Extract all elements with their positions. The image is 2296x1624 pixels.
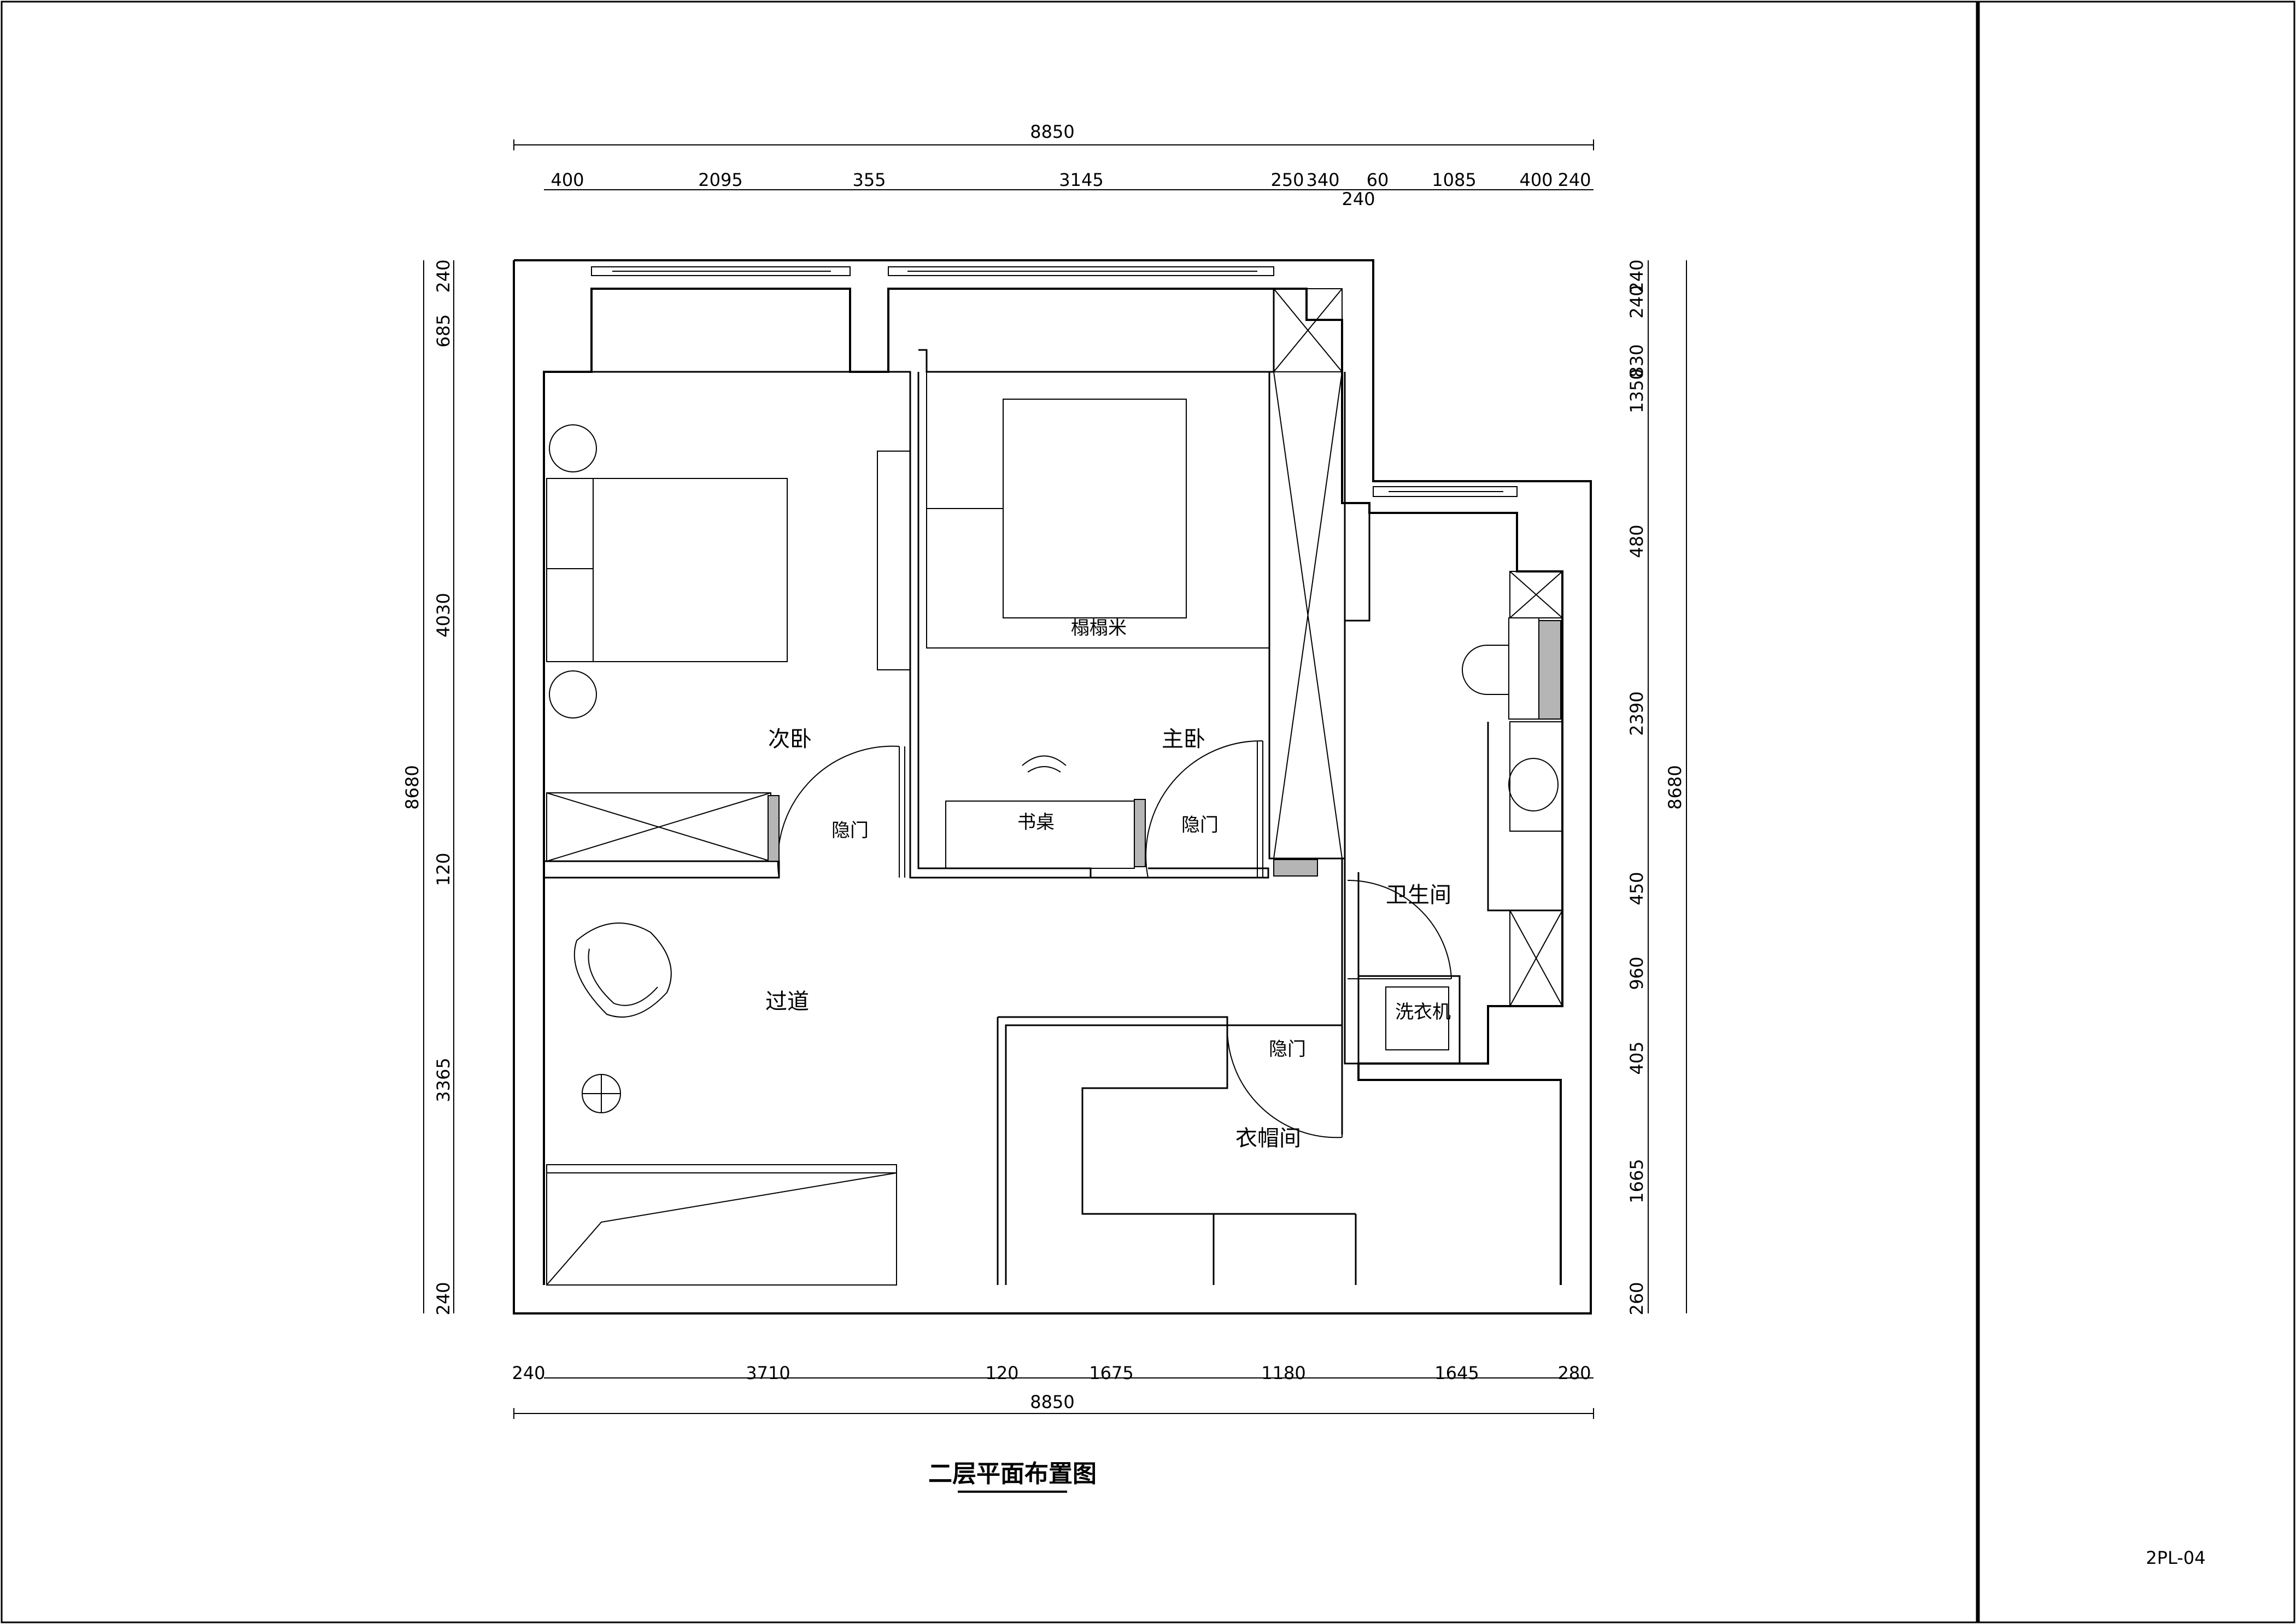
hatch-strips bbox=[768, 620, 1561, 877]
dim-top-3: 355 bbox=[852, 170, 886, 190]
dim-left-4: 120 bbox=[433, 852, 454, 886]
dim-right-total: 8680 bbox=[1665, 765, 1685, 809]
label-corridor: 过道 bbox=[765, 989, 809, 1014]
dim-bottom-2: 3710 bbox=[746, 1363, 790, 1383]
label-hidden-door-2: 隐门 bbox=[1181, 814, 1219, 836]
label-hidden-door-3: 隐门 bbox=[1269, 1038, 1306, 1060]
dim-bottom-1: 240 bbox=[512, 1363, 545, 1383]
dim-bottom-4: 1675 bbox=[1089, 1363, 1133, 1383]
dim-left-3: 4030 bbox=[433, 593, 454, 637]
label-bathroom: 卫生间 bbox=[1386, 883, 1451, 908]
dim-top-6: 340 bbox=[1306, 170, 1339, 190]
dim-top-10: 400 bbox=[1519, 170, 1553, 190]
dim-left-total: 8680 bbox=[402, 765, 423, 809]
dim-bottom-total: 8850 bbox=[1030, 1392, 1074, 1412]
dim-top-11: 240 bbox=[1557, 170, 1591, 190]
dim-left-6: 240 bbox=[433, 1282, 454, 1315]
title-block: 二层平面布置图 2PL-04 bbox=[928, 1460, 2206, 1568]
dim-right-7: 450 bbox=[1626, 872, 1647, 905]
dim-bottom-6: 1645 bbox=[1434, 1363, 1479, 1383]
dim-right-10: 1665 bbox=[1626, 1159, 1647, 1203]
dim-left-5: 3365 bbox=[433, 1058, 454, 1102]
dimension-lines bbox=[423, 139, 1687, 1419]
dim-bottom-3: 120 bbox=[985, 1363, 1018, 1383]
dim-right-3: 1350 bbox=[1626, 369, 1647, 413]
dim-left-1: 240 bbox=[433, 259, 454, 293]
room-labels: 次卧 主卧 榻榻米 书桌 隐门 隐门 隐门 过道 卫生间 洗衣机 衣帽间 bbox=[765, 617, 1451, 1151]
interior-walls bbox=[543, 289, 1562, 1285]
label-second-bedroom: 次卧 bbox=[768, 727, 812, 752]
label-cloakroom: 衣帽间 bbox=[1235, 1126, 1301, 1151]
furniture bbox=[546, 288, 1563, 1286]
dim-right-11: 260 bbox=[1626, 1282, 1647, 1315]
dim-top-8: 60 bbox=[1367, 170, 1389, 190]
dim-top-9: 1085 bbox=[1432, 170, 1476, 190]
label-desk: 书桌 bbox=[1017, 811, 1055, 833]
dims-bottom: 240 3710 120 1675 1180 1645 280 8850 bbox=[512, 1363, 1591, 1412]
dim-right-8: 960 bbox=[1626, 956, 1647, 990]
exterior-walls bbox=[513, 259, 1592, 1315]
dim-top-total: 8850 bbox=[1030, 121, 1074, 142]
dim-right-2: 240 bbox=[1626, 285, 1647, 318]
label-hidden-door-1: 隐门 bbox=[831, 820, 869, 842]
dim-top-4: 3145 bbox=[1059, 170, 1103, 190]
label-master-bedroom: 主卧 bbox=[1162, 727, 1205, 752]
dim-top-1: 400 bbox=[550, 170, 584, 190]
dims-right: 240 240 1350 830 480 2390 450 960 405 16… bbox=[1626, 259, 1685, 1315]
dims-left: 8680 240 685 4030 120 3365 240 bbox=[402, 259, 454, 1315]
windows bbox=[591, 266, 1518, 497]
dim-right-6: 2390 bbox=[1626, 691, 1647, 735]
dim-left-2: 685 bbox=[433, 314, 454, 347]
label-washer: 洗衣机 bbox=[1395, 1001, 1451, 1023]
dim-right-1: 240 bbox=[1626, 259, 1647, 293]
sheet-code: 2PL-04 bbox=[2146, 1547, 2205, 1568]
dim-right-4: 830 bbox=[1626, 344, 1647, 377]
dims-top: 8850 400 2095 355 3145 250 340 240 60 10… bbox=[550, 121, 1591, 209]
dim-top-5: 250 bbox=[1270, 170, 1304, 190]
dim-top-7: 240 bbox=[1342, 189, 1375, 209]
label-tatami: 榻榻米 bbox=[1071, 617, 1127, 639]
dim-right-9: 405 bbox=[1626, 1041, 1647, 1074]
dim-right-5: 480 bbox=[1626, 524, 1647, 558]
drawing-title: 二层平面布置图 bbox=[928, 1460, 1097, 1488]
dim-top-2: 2095 bbox=[698, 170, 742, 190]
door-swings bbox=[777, 740, 1452, 1138]
dim-bottom-7: 280 bbox=[1557, 1363, 1591, 1383]
dim-bottom-5: 1180 bbox=[1261, 1363, 1305, 1383]
